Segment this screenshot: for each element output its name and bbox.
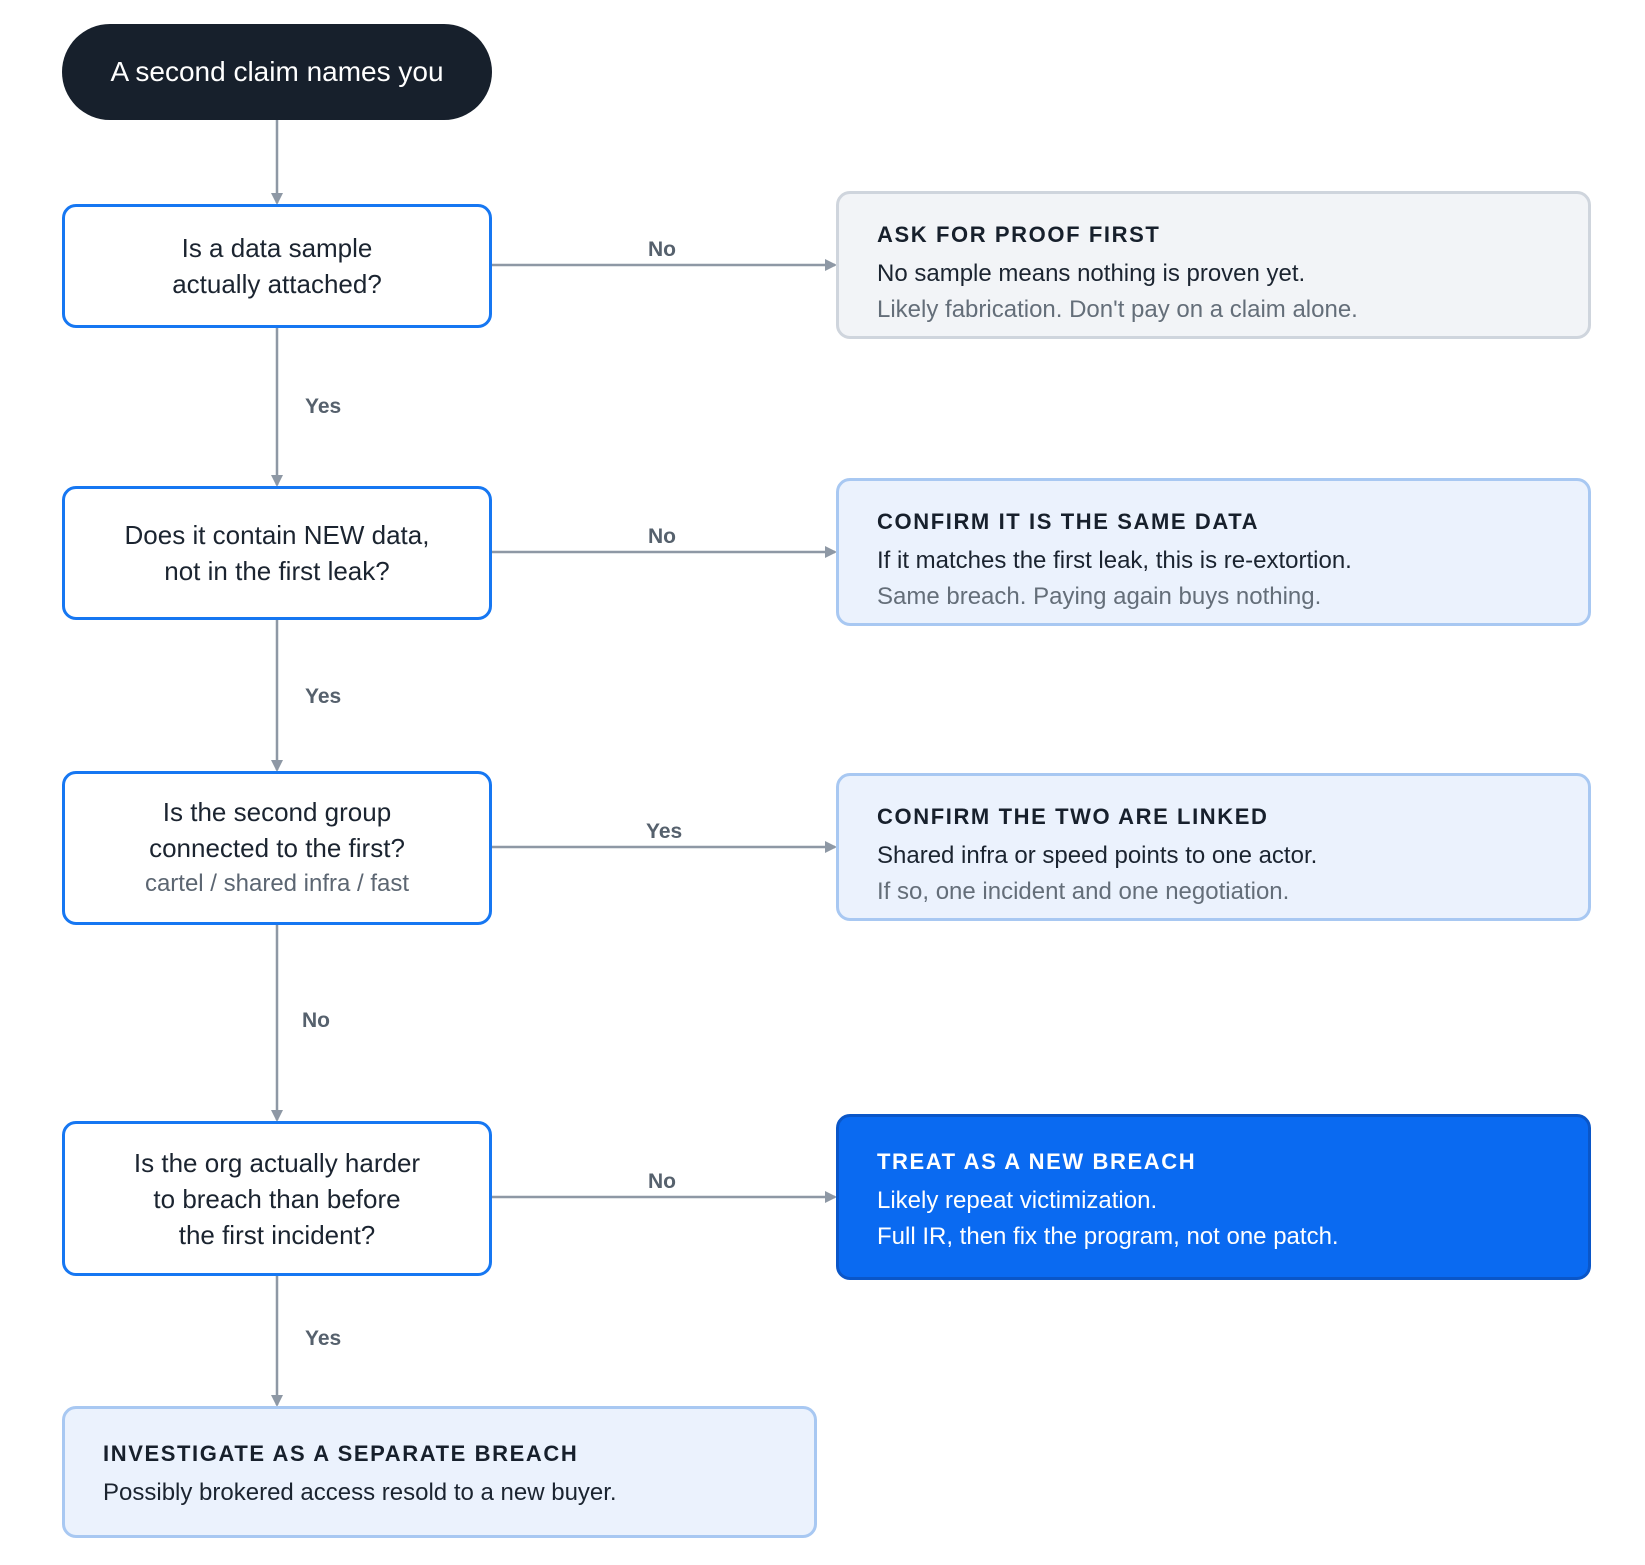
decision-line: Is the second group [162,797,392,827]
decision-line: not in the first leak? [164,556,390,586]
edge-label-q4-no: No [645,1169,679,1195]
decision-line: the first incident? [178,1219,376,1250]
start-node: A second claim names you [62,24,492,120]
result-note: Full IR, then fix the program, not one p… [877,1223,1339,1250]
edge-label-q2-yes: Yes [302,684,345,710]
decision-new-data: Does it contain NEW data, not in the fir… [62,486,492,620]
result-heading: INVESTIGATE AS A SEPARATE BREACH [103,1441,579,1466]
result-line: No sample means nothing is proven yet. [877,260,1306,287]
result-linked: CONFIRM THE TWO ARE LINKED Shared infra … [836,773,1591,921]
result-line: Shared infra or speed points to one acto… [877,842,1318,869]
result-same-data: CONFIRM IT IS THE SAME DATA If it matche… [836,478,1591,626]
result-separate-breach: INVESTIGATE AS A SEPARATE BREACH Possibl… [62,1406,817,1538]
edge-label-q1-no: No [645,237,679,263]
result-ask-for-proof: ASK FOR PROOF FIRST No sample means noth… [836,191,1591,339]
edge-label-q3-no: No [299,1008,333,1034]
result-heading: CONFIRM THE TWO ARE LINKED [877,804,1269,829]
edge-label-q4-yes: Yes [302,1326,345,1352]
result-line: Possibly brokered access resold to a new… [103,1479,617,1506]
result-note: If so, one incident and one negotiation. [877,878,1290,905]
result-heading: CONFIRM IT IS THE SAME DATA [877,509,1260,534]
decision-line: to breach than before [153,1183,401,1214]
decision-line: Is a data sample [181,233,373,263]
decision-harder-to-breach: Is the org actually harder to breach tha… [62,1121,492,1276]
edge-label-q2-no: No [645,524,679,550]
result-heading: ASK FOR PROOF FIRST [877,222,1161,247]
result-note: Likely fabrication. Don't pay on a claim… [877,296,1358,323]
decision-group-connected: Is the second group connected to the fir… [62,771,492,925]
decision-line: Does it contain NEW data, [124,520,430,550]
result-new-breach: TREAT AS A NEW BREACH Likely repeat vict… [836,1114,1591,1280]
decision-hint: cartel / shared infra / fast [144,870,410,897]
result-heading: TREAT AS A NEW BREACH [877,1149,1197,1174]
result-line: If it matches the first leak, this is re… [877,547,1352,574]
start-label: A second claim names you [110,56,444,87]
edge-label-q1-yes: Yes [302,394,345,420]
result-line: Likely repeat victimization. [877,1187,1158,1214]
result-note: Same breach. Paying again buys nothing. [877,583,1322,610]
decision-line: actually attached? [172,269,382,299]
decision-sample-attached: Is a data sample actually attached? [62,204,492,328]
decision-line: connected to the first? [149,833,405,863]
decision-line: Is the org actually harder [133,1147,421,1178]
edge-label-q3-yes: Yes [643,819,686,845]
